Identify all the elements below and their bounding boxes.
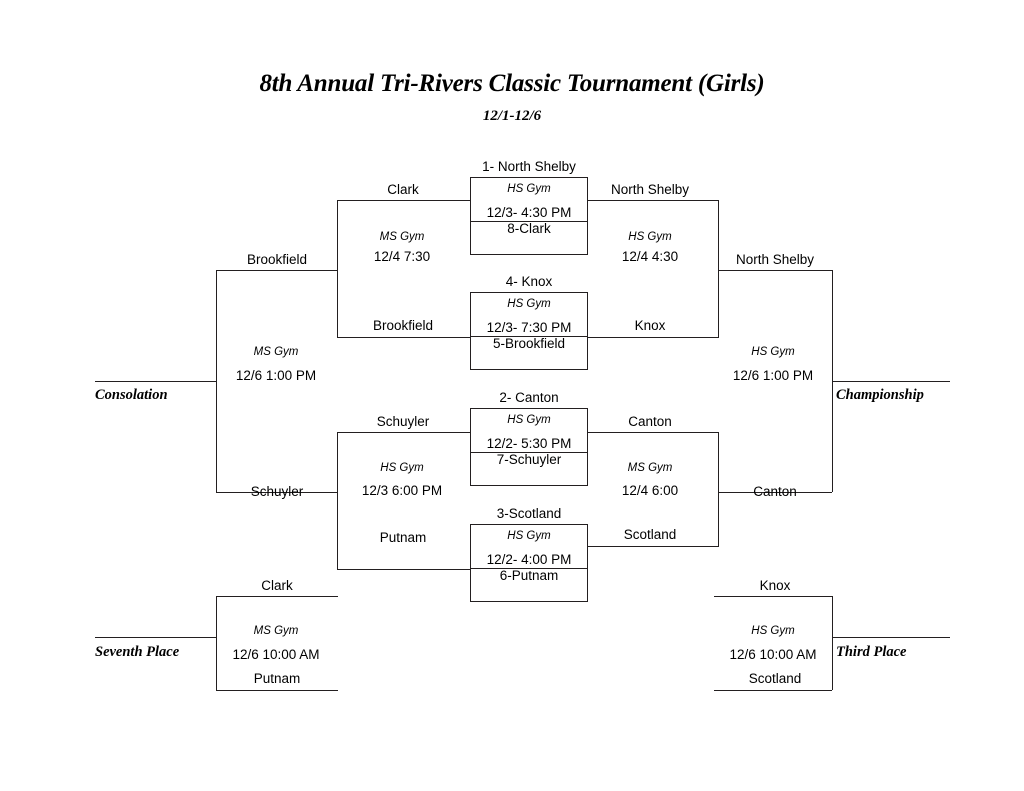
- qf3-venue: HS Gym: [507, 414, 551, 426]
- ws-lower-bottom-connector: [588, 546, 719, 547]
- page-title: 8th Annual Tri-Rivers Classic Tournament…: [259, 70, 765, 97]
- qf3-game-box[interactable]: HS Gym 12/2- 5:30 PM: [470, 408, 588, 486]
- championship-top-team: North Shelby: [735, 252, 815, 267]
- qf1-bottom-seed-label: 8-Clark: [507, 221, 551, 236]
- championship-stem: [832, 381, 950, 382]
- qf2-inner-divider: [470, 336, 588, 337]
- consolation-label: Consolation: [95, 387, 168, 403]
- championship-label: Championship: [836, 387, 924, 403]
- third-place-top-connector: [714, 596, 832, 597]
- qf4-bottom-seed-label: 6-Putnam: [499, 568, 559, 583]
- qf1-game-box[interactable]: HS Gym 12/3- 4:30 PM: [470, 177, 588, 255]
- seventh-place-top-connector: [216, 596, 338, 597]
- ls-lower-top-team: Schuyler: [376, 414, 430, 429]
- seventh-place-vertical: [216, 596, 217, 690]
- ls-lower-datetime: 12/3 6:00 PM: [361, 483, 443, 498]
- ls-upper-top-connector: [337, 200, 470, 201]
- ws-upper-bottom-connector: [588, 337, 719, 338]
- third-place-venue: HS Gym: [751, 625, 795, 637]
- qf2-venue: HS Gym: [507, 298, 551, 310]
- ws-upper-bottom-team: Knox: [634, 318, 666, 333]
- ws-lower-bottom-team: Scotland: [623, 527, 677, 542]
- seventh-place-venue: MS Gym: [253, 625, 299, 637]
- seventh-place-stem: [95, 637, 217, 638]
- consolation-top-team: Brookfield: [246, 252, 308, 267]
- seventh-place-label: Seventh Place: [95, 644, 180, 660]
- ws-upper-top-team: North Shelby: [610, 182, 690, 197]
- ws-upper-top-connector: [588, 200, 719, 201]
- third-place-label: Third Place: [836, 644, 907, 660]
- third-place-top-team: Knox: [759, 578, 791, 593]
- qf3-bottom-seed-label: 7-Schuyler: [496, 452, 562, 467]
- ws-upper-venue: HS Gym: [628, 231, 672, 243]
- championship-bottom-connector: [718, 492, 832, 493]
- ls-upper-top-team: Clark: [387, 182, 419, 197]
- qf1-venue: HS Gym: [507, 183, 551, 195]
- qf2-bottom-seed-label: 5-Brookfield: [492, 336, 566, 351]
- ws-upper-datetime: 12/4 4:30: [621, 249, 679, 264]
- championship-top-connector: [718, 270, 832, 271]
- ws-lower-top-connector: [588, 432, 719, 433]
- qf2-datetime: 12/3- 7:30 PM: [486, 320, 572, 335]
- seventh-place-bottom-team: Putnam: [253, 671, 301, 686]
- ws-lower-datetime: 12/4 6:00: [621, 483, 679, 498]
- consolation-bottom-connector: [216, 492, 338, 493]
- third-place-bottom-connector: [714, 690, 832, 691]
- qf4-datetime: 12/2- 4:00 PM: [486, 552, 572, 567]
- consolation-datetime: 12/6 1:00 PM: [235, 368, 317, 383]
- qf2-game-box[interactable]: HS Gym 12/3- 7:30 PM: [470, 292, 588, 370]
- ls-lower-bottom-connector: [337, 569, 470, 570]
- consolation-stem: [95, 381, 217, 382]
- ls-lower-bottom-team: Putnam: [379, 530, 427, 545]
- qf4-venue: HS Gym: [507, 530, 551, 542]
- ls-lower-vertical: [337, 432, 338, 569]
- ws-upper-vertical: [718, 200, 719, 337]
- ws-lower-top-team: Canton: [628, 414, 672, 429]
- seventh-place-bottom-connector: [216, 690, 338, 691]
- page-subtitle-dates: 12/1-12/6: [482, 108, 542, 124]
- qf4-inner-divider: [470, 568, 588, 569]
- third-place-vertical: [832, 596, 833, 690]
- championship-venue: HS Gym: [751, 346, 795, 358]
- ls-upper-bottom-connector: [337, 337, 470, 338]
- ls-upper-venue: MS Gym: [379, 231, 425, 243]
- third-place-bottom-team: Scotland: [748, 671, 802, 686]
- qf4-top-seed-label: 3-Scotland: [496, 506, 562, 521]
- championship-bottom-team: Canton: [753, 484, 797, 499]
- seventh-place-top-team: Clark: [261, 578, 293, 593]
- qf3-inner-divider: [470, 452, 588, 453]
- qf1-inner-divider: [470, 221, 588, 222]
- third-place-stem: [832, 637, 950, 638]
- consolation-top-connector: [216, 270, 338, 271]
- consolation-bottom-team: Schuyler: [250, 484, 304, 499]
- championship-datetime: 12/6 1:00 PM: [732, 368, 814, 383]
- qf2-top-seed-label: 4- Knox: [505, 274, 553, 289]
- qf3-datetime: 12/2- 5:30 PM: [486, 436, 572, 451]
- ws-lower-vertical: [718, 432, 719, 546]
- ls-lower-venue: HS Gym: [380, 462, 424, 474]
- third-place-datetime: 12/6 10:00 AM: [729, 647, 817, 662]
- ls-lower-top-connector: [337, 432, 470, 433]
- ls-upper-bottom-team: Brookfield: [372, 318, 434, 333]
- qf1-top-seed-label: 1- North Shelby: [482, 159, 576, 174]
- seventh-place-datetime: 12/6 10:00 AM: [232, 647, 320, 662]
- ls-upper-datetime: 12/4 7:30: [373, 249, 431, 264]
- qf3-top-seed-label: 2- Canton: [499, 390, 559, 405]
- ws-lower-venue: MS Gym: [627, 462, 673, 474]
- qf1-datetime: 12/3- 4:30 PM: [486, 205, 572, 220]
- consolation-venue: MS Gym: [253, 346, 299, 358]
- qf4-game-box[interactable]: HS Gym 12/2- 4:00 PM: [470, 524, 588, 602]
- ls-upper-vertical: [337, 200, 338, 337]
